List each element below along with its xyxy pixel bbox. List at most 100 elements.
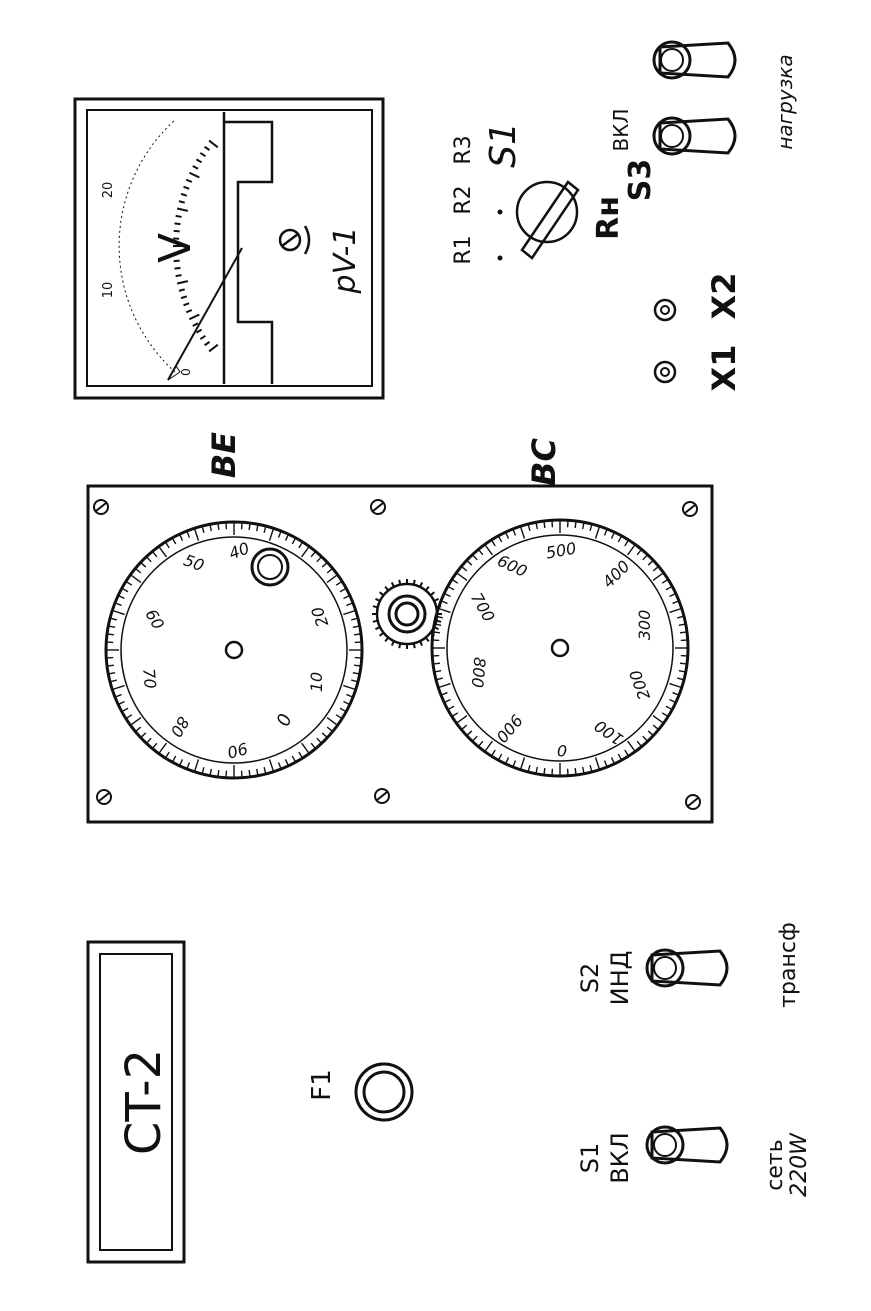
dial-tick [438, 608, 451, 614]
dial-tick [130, 574, 142, 583]
dial-tick [343, 610, 356, 616]
dial-tick [679, 662, 687, 665]
dial-bc-ticks [433, 521, 687, 775]
dial-tick [610, 757, 615, 764]
dial-bc[interactable]: 0 100 200 300 400 500 600 700 800 900 BC [430, 438, 690, 778]
dial-tick [255, 768, 259, 775]
screw-icon [682, 501, 698, 517]
dial-tick [179, 759, 184, 766]
dial-tick [316, 737, 322, 744]
zero-adjust-screw-icon[interactable] [278, 225, 311, 255]
dial-tick [647, 730, 654, 736]
dial-tick [115, 602, 122, 607]
dial-tick [115, 693, 122, 698]
dial-tick [326, 717, 338, 726]
dial-tick [543, 521, 546, 529]
voltmeter-tick [199, 152, 206, 158]
dial-tick [669, 698, 676, 703]
dial-bc-number: 300 [635, 610, 654, 641]
dial-tick [165, 751, 170, 758]
voltmeter-needle [167, 247, 243, 381]
dial-tick [158, 546, 167, 558]
dial-tick [472, 554, 478, 561]
voltmeter-tick [185, 178, 193, 183]
dial-bc-number: 600 [494, 551, 530, 581]
dial-tick [505, 757, 510, 764]
resistor-selector[interactable]: R1 R2 R3 S1 Rн [451, 122, 626, 265]
dial-tick [152, 742, 158, 749]
voltmeter-tick [175, 274, 182, 278]
dial-tick [652, 566, 659, 572]
dial-tick [624, 540, 629, 547]
dial-tick [339, 588, 346, 593]
title-plate-label: CT-2 [116, 1049, 172, 1155]
switch-s1-name: S1 [576, 1143, 604, 1174]
dial-bc-number: 500 [544, 539, 577, 563]
terminal-x1[interactable]: X1 [653, 345, 743, 392]
dial-tick [466, 730, 473, 736]
dial-tick [146, 556, 152, 563]
dial-tick [617, 753, 622, 760]
dial-tick [298, 542, 303, 549]
terminal-x2-label: X2 [705, 273, 743, 320]
dial-tick [316, 556, 322, 563]
dial-tick [172, 538, 177, 545]
dial-tick [669, 593, 676, 598]
dial-tick [603, 529, 608, 536]
dial-be-knob[interactable] [250, 547, 290, 587]
dial-tick [478, 740, 484, 747]
dial-tick [135, 568, 142, 574]
dial-tick [352, 625, 359, 629]
rotary-knob-icon[interactable] [515, 180, 580, 260]
dial-tick [617, 536, 622, 543]
dial-tick [627, 740, 636, 752]
voltmeter-tick [204, 145, 211, 151]
fuse-f1[interactable]: F1 [307, 1062, 414, 1122]
fuse-label: F1 [307, 1069, 337, 1101]
dial-tick [353, 664, 361, 667]
switch-s2-name: S2 [576, 963, 604, 994]
dial-tick [335, 581, 342, 586]
switch-s2[interactable]: S2 ИНД трансф [576, 922, 801, 1008]
gear-tooth [424, 636, 430, 642]
dial-tick [146, 737, 152, 744]
dial-tick [574, 521, 577, 529]
dial-be-number: 60 [141, 606, 168, 633]
voltmeter-tick [185, 309, 193, 314]
switch-s2-caption: трансф [776, 922, 801, 1008]
dial-tick [194, 528, 200, 541]
dial-tick [172, 755, 177, 762]
dial-tick [520, 757, 526, 770]
switch-s3-second-lever[interactable] [652, 40, 737, 80]
screw-icon [370, 499, 386, 515]
dial-tick [310, 742, 316, 749]
dial-be-number: 20 [307, 604, 332, 630]
dial-be-number: 10 [307, 672, 326, 692]
title-plate: CT-2 [86, 940, 186, 1264]
dial-tick [339, 707, 346, 712]
voltmeter-tick [178, 288, 186, 292]
voltmeter-tick [174, 266, 181, 270]
switch-s3[interactable]: S3 ВКЛ [609, 109, 737, 202]
dial-tick [438, 682, 451, 688]
switch-s1[interactable]: S1 ВКЛ сеть 220W [576, 1125, 812, 1197]
dial-tick [284, 534, 289, 541]
gear-tooth [398, 579, 402, 585]
dial-tick [435, 669, 442, 673]
dial-tick [672, 600, 679, 605]
gear-tooth [429, 591, 435, 597]
dial-tick [627, 544, 636, 556]
gear-tooth [379, 631, 385, 637]
dial-tick [122, 707, 129, 712]
dial-tick [669, 682, 682, 688]
dial-tick [343, 700, 350, 705]
dial-tick [301, 546, 310, 558]
dial-be-number: 80 [166, 713, 193, 740]
terminal-x2[interactable]: X2 [653, 273, 743, 322]
dial-be[interactable]: 0 10 20 40 50 60 70 80 90 BE [104, 432, 364, 780]
voltmeter-unit: V [150, 233, 201, 263]
voltmeter-scale-label: 10 [101, 282, 116, 299]
resistor-position-label: R2 [451, 185, 476, 214]
dial-tick [321, 562, 328, 568]
